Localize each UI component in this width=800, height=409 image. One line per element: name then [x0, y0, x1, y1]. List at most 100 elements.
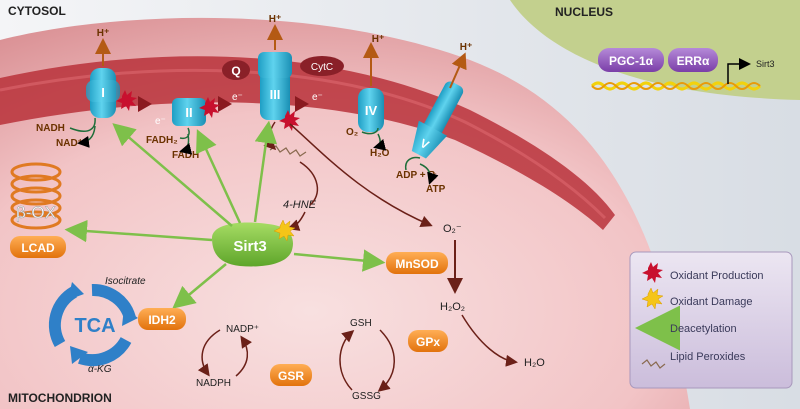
- cytochrome-c: [300, 56, 344, 76]
- h2o-label-iv: H₂O: [370, 148, 390, 159]
- tca-cycle-icon: [48, 282, 138, 367]
- proton-arrow-v: [449, 52, 467, 89]
- hne-label: 4-HNE: [283, 199, 317, 211]
- cytc-label: CytC: [311, 62, 333, 73]
- h2o2-label: H₂O₂: [440, 301, 465, 313]
- o2-reduction-arrow: [361, 127, 379, 135]
- proton-label-iii: H⁺: [269, 14, 282, 25]
- svg-text:II: II: [185, 105, 192, 120]
- gpx-node: [408, 330, 448, 352]
- complex-v: V: [411, 81, 464, 159]
- fadh-label: FADH: [172, 150, 199, 161]
- akg-label: α-KG: [88, 364, 112, 375]
- svg-text:III: III: [270, 87, 281, 102]
- inner-membrane: [0, 56, 615, 231]
- proton-label-i: H⁺: [97, 28, 110, 39]
- deacetylation-arrow-complex-i: [112, 123, 233, 227]
- nadph-oxidation-arrow: [235, 335, 252, 377]
- pgc-1a-node: [598, 48, 664, 72]
- sirt3-label: Sirt3: [233, 238, 266, 255]
- atp-arrow: [419, 163, 439, 185]
- adp-arrow: [404, 156, 421, 171]
- svg-text:I: I: [101, 85, 105, 100]
- deacetylation-arrow-complex-iii: [253, 120, 278, 223]
- electron-arrow-1: [138, 96, 152, 112]
- gsh-oxidation-arrow: [377, 329, 395, 392]
- legend-deacetylation: Deacetylation: [670, 323, 737, 335]
- dna-strand-2: [591, 82, 761, 90]
- transcription-arrow: [727, 58, 751, 84]
- coenzyme-q: [222, 60, 250, 80]
- beta-ox-icon: [10, 162, 62, 230]
- membrane-highlight: [0, 68, 607, 220]
- gssg-label: GSSG: [352, 391, 381, 402]
- oxidant-damage-icon: [273, 219, 296, 242]
- erra-label: ERRα: [677, 54, 710, 68]
- lcad-node: [10, 236, 66, 258]
- hne-arrow: [299, 161, 319, 206]
- nadph-label: NADPH: [196, 378, 231, 389]
- deacetylation-arrow-complex-ii: [196, 129, 242, 224]
- h2o-formation-arrow: [373, 133, 387, 151]
- electron-arrow-2: [218, 96, 232, 112]
- atp-label: ATP: [426, 184, 446, 195]
- deacetylation-arrow-lcad: [64, 219, 213, 243]
- beta-ox-label: β-OX: [16, 203, 56, 222]
- cytosol-label: CYTOSOL: [8, 4, 66, 18]
- legend-oxidant-production-icon: [642, 262, 663, 283]
- complex-iv: IV: [358, 88, 384, 132]
- nadh-oxidation-arrow: [69, 117, 96, 132]
- oxidant-production-icon-iii: [279, 110, 300, 131]
- tca-label: TCA: [74, 315, 115, 337]
- legend-oxidant-production: Oxidant Production: [670, 270, 764, 282]
- gsh-label: GSH: [350, 318, 372, 329]
- electron-label-1: e⁻: [155, 116, 166, 127]
- legend-oxidant-damage: Oxidant Damage: [670, 296, 753, 308]
- gsr-node: [270, 364, 312, 386]
- mnsod-label: MnSOD: [395, 257, 439, 271]
- o2-label: O₂: [346, 127, 358, 138]
- gsr-label: GSR: [278, 369, 304, 383]
- fadh-return-arrow: [179, 133, 193, 155]
- nadp-label: NADP⁺: [226, 324, 259, 335]
- nadp-reduction-arrow: [197, 329, 221, 377]
- idh2-node: [138, 308, 186, 330]
- idh2-label: IDH2: [148, 313, 176, 327]
- gssg-reduction-arrow: [339, 330, 355, 391]
- sirt3-node: [212, 222, 293, 267]
- mnsod-node: [386, 252, 448, 274]
- nadh-label: NADH: [36, 123, 65, 134]
- electron-arrow-3: [295, 96, 309, 112]
- mitochondrion-label: MITOCHONDRION: [8, 391, 112, 405]
- complex-iii: III: [258, 52, 292, 120]
- pgc-1a-label: PGC-1α: [609, 54, 654, 68]
- erra-node: [668, 48, 718, 72]
- complex-ii: II: [172, 98, 206, 126]
- fadh2-label: FADH₂: [146, 135, 178, 146]
- oxidant-production-icon-ii: [199, 97, 220, 118]
- electron-label-2: e⁻: [232, 92, 243, 103]
- gpx-label: GPx: [416, 335, 440, 349]
- lcad-label: LCAD: [21, 241, 55, 255]
- deacetylation-arrow-idh2: [172, 263, 227, 309]
- proton-label-v: H⁺: [460, 42, 473, 53]
- proton-label-iv: H⁺: [372, 34, 385, 45]
- h2o2-to-water-arrow: [461, 314, 518, 367]
- electron-label-3: e⁻: [312, 92, 323, 103]
- water-label: H₂O: [524, 357, 545, 369]
- nad-label: NAD⁺: [56, 138, 83, 149]
- legend: Oxidant Production Oxidant Damage Deacet…: [629, 251, 793, 389]
- sirt3-gene-label: Sirt3: [756, 59, 775, 69]
- oxidant-production-icon-i: [116, 90, 137, 111]
- isocitrate-label: Isocitrate: [105, 276, 146, 287]
- legend-oxidant-damage-icon: [641, 287, 664, 310]
- lipid-peroxide-icon: [269, 145, 307, 157]
- nucleus-label: NUCLEUS: [555, 5, 613, 19]
- svg-text:IV: IV: [365, 103, 378, 118]
- adp-label: ADP + Pᵢ: [396, 170, 437, 181]
- superoxide-label: O₂⁻: [443, 223, 462, 235]
- legend-lipid-peroxides: Lipid Peroxides: [670, 351, 746, 363]
- deacetylation-arrow-mnsod: [293, 249, 386, 272]
- q-label: Q: [231, 64, 240, 78]
